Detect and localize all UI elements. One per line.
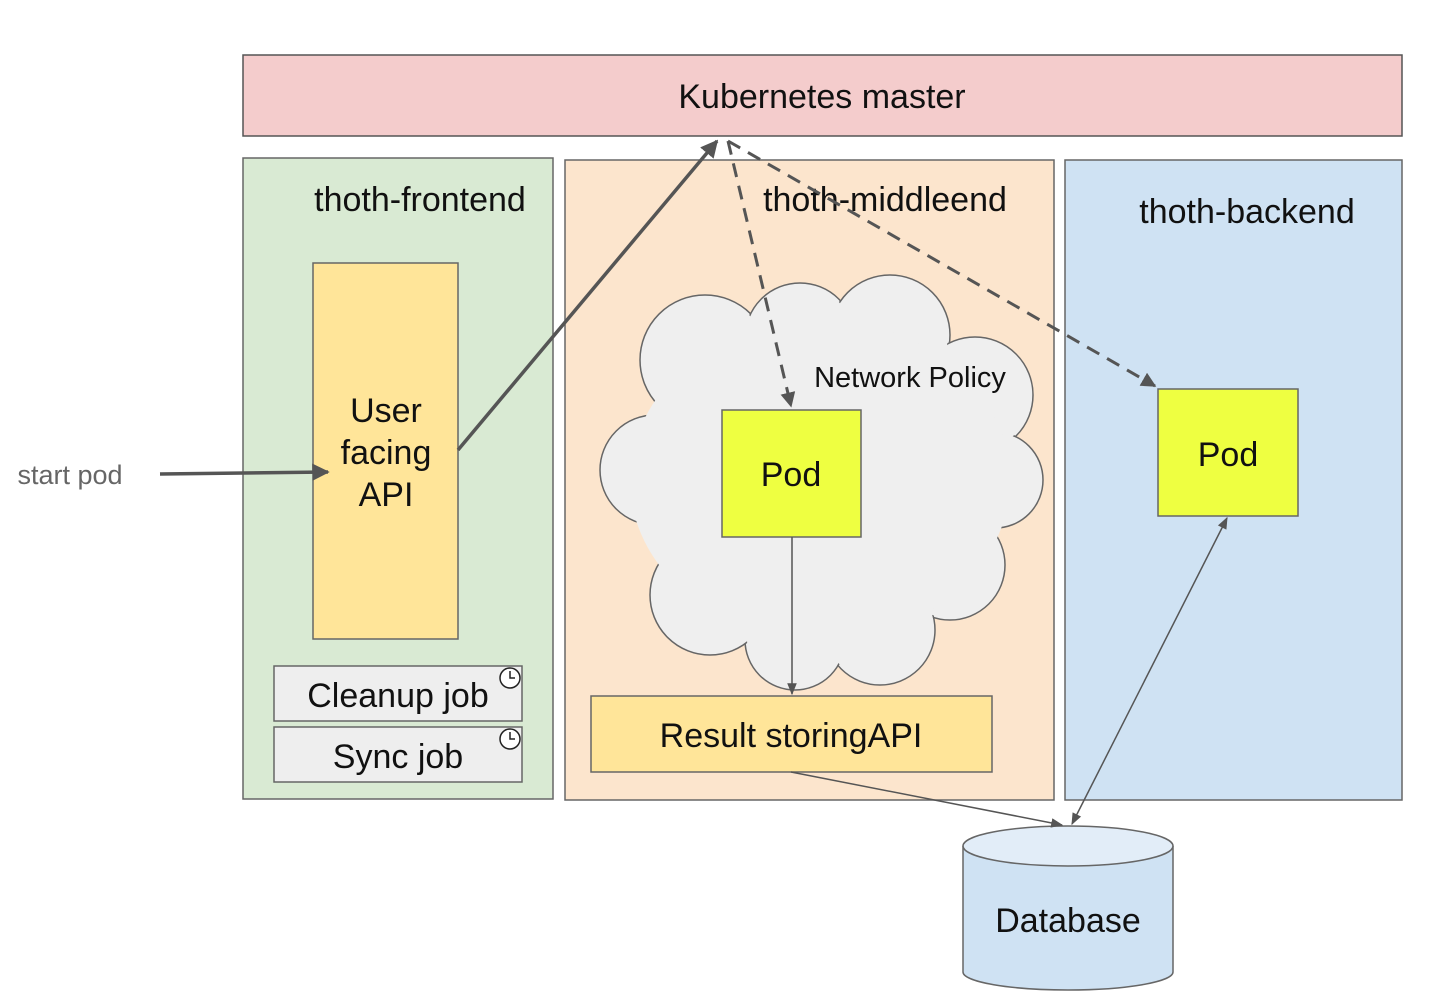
- middleend-pod-label: Pod: [761, 456, 822, 494]
- api-label-line-3: API: [359, 476, 414, 514]
- network-policy-label: Network Policy: [814, 362, 1006, 394]
- cleanup-job: Cleanup job: [273, 665, 523, 722]
- thoth-backend-label: thoth-backend: [1139, 193, 1355, 231]
- user-facing-api: User facing API: [312, 262, 459, 640]
- api-label-line-1: User: [350, 392, 422, 430]
- result-storing-api-label: Result storingAPI: [660, 717, 923, 755]
- start-pod-arrow: [159, 463, 330, 481]
- sync-job: Sync job: [273, 726, 523, 783]
- cleanup-job-label: Cleanup job: [307, 677, 488, 715]
- database: Database: [962, 825, 1174, 991]
- clock-icon: [499, 667, 521, 689]
- api-to-master-arrow: [456, 139, 719, 452]
- database-backend-pod-arrow: [1071, 516, 1228, 826]
- kubernetes-master: Kubernetes master: [242, 54, 1403, 137]
- start-pod-label: start pod: [17, 460, 122, 490]
- clock-icon: [499, 728, 521, 750]
- result-api-to-database-arrow: [790, 771, 1064, 828]
- database-label: Database: [995, 902, 1141, 940]
- master-to-backend-pod-arrow: [727, 139, 1157, 388]
- api-label-line-2: facing: [341, 434, 432, 472]
- sync-job-label: Sync job: [333, 738, 463, 776]
- thoth-middleend-label: thoth-middleend: [763, 181, 1007, 219]
- backend-pod: Pod: [1157, 388, 1299, 517]
- backend-pod-label: Pod: [1198, 436, 1259, 474]
- result-storing-api: Result storingAPI: [590, 695, 993, 773]
- thoth-frontend-label: thoth-frontend: [314, 181, 526, 219]
- kubernetes-master-label: Kubernetes master: [678, 78, 965, 116]
- middleend-pod: Pod: [721, 409, 862, 538]
